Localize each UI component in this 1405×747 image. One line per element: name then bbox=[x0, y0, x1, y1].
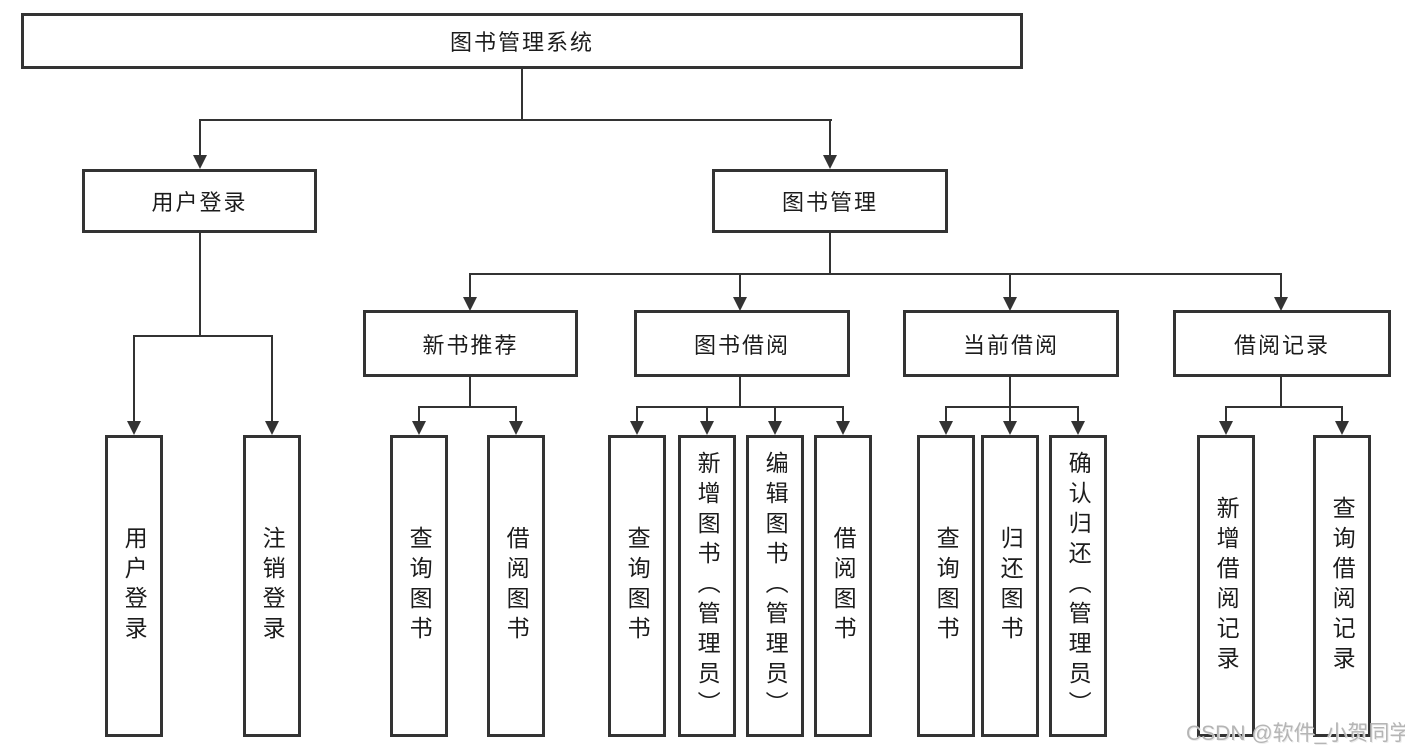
leaf-add-book-admin: 新增图书（管理员） bbox=[678, 435, 736, 737]
arrow-shaft-current-borrowing bbox=[1009, 273, 1011, 298]
leaf-borrow-books-recommend: 借阅图书 bbox=[487, 435, 545, 737]
arrowhead-book-management-icon bbox=[823, 155, 837, 169]
arrow-shaft-confirm-return bbox=[1077, 406, 1079, 422]
node-current-borrowing-label: 当前借阅 bbox=[962, 332, 1059, 358]
connector-borrowing-records-split bbox=[1225, 406, 1343, 408]
arrow-shaft-borrowing-records bbox=[1280, 273, 1282, 298]
connector-new-book-stem bbox=[469, 377, 471, 407]
arrow-shaft-add-book bbox=[706, 406, 708, 422]
arrow-shaft-query-books-2 bbox=[636, 406, 638, 422]
arrow-shaft-query-record bbox=[1341, 406, 1343, 422]
arrow-shaft-add-record bbox=[1225, 406, 1227, 422]
node-new-book-recommendation-label: 新书推荐 bbox=[422, 332, 519, 358]
arrowhead-edit-book-icon bbox=[768, 421, 782, 435]
arrowhead-leaf-user-login-icon bbox=[127, 421, 141, 435]
connector-book-borrowing-stem bbox=[739, 377, 741, 407]
leaf-confirm-return-admin: 确认归还（管理员） bbox=[1049, 435, 1107, 737]
arrow-shaft-borrow-books-2 bbox=[842, 406, 844, 422]
node-current-borrowing: 当前借阅 bbox=[903, 310, 1119, 377]
arrow-shaft-book-borrowing bbox=[739, 273, 741, 298]
connector-user-login-split bbox=[133, 335, 273, 337]
leaf-query-borrow-record: 查询借阅记录 bbox=[1313, 435, 1371, 737]
leaf-query-books-current: 查询图书 bbox=[917, 435, 975, 737]
arrow-shaft-user-login bbox=[199, 119, 201, 156]
arrow-shaft-new-book bbox=[469, 273, 471, 298]
leaf-add-borrow-record: 新增借阅记录 bbox=[1197, 435, 1255, 737]
connector-user-login-stem bbox=[199, 233, 201, 336]
node-book-management: 图书管理 bbox=[712, 169, 948, 233]
leaf-query-books-recommend: 查询图书 bbox=[390, 435, 448, 737]
connector-current-borrowing-split bbox=[945, 406, 1079, 408]
arrowhead-current-borrowing-icon bbox=[1003, 297, 1017, 311]
node-book-management-label: 图书管理 bbox=[781, 190, 878, 215]
leaf-edit-book-admin: 编辑图书（管理员） bbox=[746, 435, 804, 737]
node-library-system: 图书管理系统 bbox=[21, 13, 1023, 69]
node-library-system-label: 图书管理系统 bbox=[449, 30, 594, 55]
arrow-shaft-return-books bbox=[1009, 406, 1011, 422]
arrowhead-leaf-logout-icon bbox=[265, 421, 279, 435]
arrowhead-borrow-books-2-icon bbox=[836, 421, 850, 435]
node-book-borrowing: 图书借阅 bbox=[634, 310, 850, 377]
arrowhead-query-books-3-icon bbox=[939, 421, 953, 435]
arrowhead-borrow-books-1-icon bbox=[509, 421, 523, 435]
arrowhead-return-books-icon bbox=[1003, 421, 1017, 435]
arrow-shaft-leaf-user-login bbox=[133, 335, 135, 422]
arrowhead-confirm-return-icon bbox=[1071, 421, 1085, 435]
arrowhead-query-record-icon bbox=[1335, 421, 1349, 435]
leaf-user-login: 用户登录 bbox=[105, 435, 163, 737]
connector-new-book-split bbox=[418, 406, 517, 408]
arrowhead-query-books-2-icon bbox=[630, 421, 644, 435]
connector-root-split bbox=[199, 119, 832, 121]
arrow-shaft-edit-book bbox=[774, 406, 776, 422]
node-new-book-recommendation: 新书推荐 bbox=[363, 310, 578, 377]
leaf-query-books-borrowing: 查询图书 bbox=[608, 435, 666, 737]
leaf-logout: 注销登录 bbox=[243, 435, 301, 737]
leaf-borrow-books-borrowing: 借阅图书 bbox=[814, 435, 872, 737]
arrow-shaft-leaf-logout bbox=[271, 335, 273, 422]
node-borrowing-records: 借阅记录 bbox=[1173, 310, 1391, 377]
node-borrowing-records-label: 借阅记录 bbox=[1233, 332, 1330, 358]
arrowhead-user-login-icon bbox=[193, 155, 207, 169]
arrowhead-add-book-icon bbox=[700, 421, 714, 435]
arrowhead-add-record-icon bbox=[1219, 421, 1233, 435]
connector-book-management-split bbox=[469, 273, 1282, 275]
connector-current-borrowing-stem bbox=[1009, 377, 1011, 407]
connector-book-management-stem bbox=[829, 233, 831, 274]
connector-borrowing-records-stem bbox=[1280, 377, 1282, 407]
connector-book-borrowing-split bbox=[636, 406, 844, 408]
arrow-shaft-query-books-3 bbox=[945, 406, 947, 422]
arrowhead-query-books-1-icon bbox=[412, 421, 426, 435]
arrow-shaft-book-management bbox=[829, 119, 831, 156]
arrowhead-borrowing-records-icon bbox=[1274, 297, 1288, 311]
connector-root-stem bbox=[521, 69, 523, 120]
node-user-login-label: 用户登录 bbox=[151, 190, 248, 215]
leaf-return-books: 归还图书 bbox=[981, 435, 1039, 737]
arrowhead-new-book-icon bbox=[463, 297, 477, 311]
arrow-shaft-query-books-1 bbox=[418, 406, 420, 422]
node-user-login: 用户登录 bbox=[82, 169, 317, 233]
arrowhead-book-borrowing-icon bbox=[733, 297, 747, 311]
arrow-shaft-borrow-books-1 bbox=[515, 406, 517, 422]
watermark: CSDN @软件_小贺同学 bbox=[1186, 722, 1405, 745]
node-book-borrowing-label: 图书借阅 bbox=[693, 332, 790, 358]
